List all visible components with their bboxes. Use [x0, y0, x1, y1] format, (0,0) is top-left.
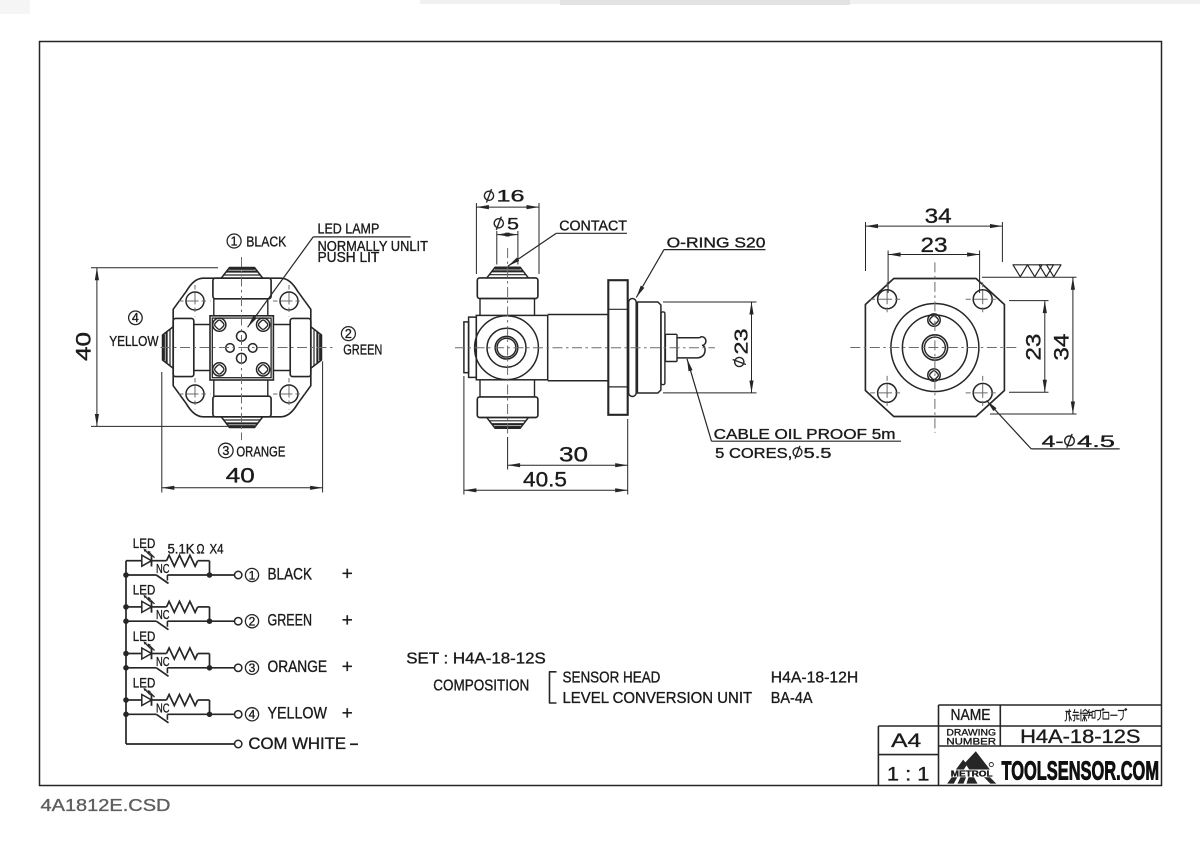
svg-text:40: 40 [226, 463, 255, 487]
svg-text:40.5: 40.5 [523, 467, 567, 491]
svg-text:1: 1 [231, 234, 238, 248]
svg-text:GREEN: GREEN [268, 612, 313, 630]
svg-text:NAME: NAME [951, 707, 991, 724]
svg-text:1: 1 [249, 568, 256, 582]
svg-text:4-: 4- [1042, 432, 1064, 451]
svg-text:+: + [342, 656, 353, 676]
svg-text:COM WHITE: COM WHITE [248, 735, 346, 753]
svg-text:34: 34 [925, 204, 952, 228]
svg-text:4: 4 [249, 708, 256, 722]
svg-text:4A1812E.CSD: 4A1812E.CSD [41, 795, 171, 815]
svg-text:BLACK: BLACK [268, 565, 313, 583]
svg-text:-: - [349, 733, 359, 753]
svg-text:LED: LED [133, 581, 156, 597]
svg-text:5: 5 [507, 214, 519, 233]
svg-text:H4A-18-12S: H4A-18-12S [1020, 727, 1140, 748]
svg-text:4: 4 [132, 311, 139, 325]
svg-text:+: + [342, 610, 353, 630]
svg-text:NC: NC [156, 607, 170, 622]
svg-text:1 : 1: 1 : 1 [887, 764, 930, 785]
svg-text:DRAWING: DRAWING [946, 727, 996, 738]
svg-text:LED: LED [133, 674, 156, 690]
svg-text:YELLOW: YELLOW [109, 334, 158, 350]
svg-text:5.1K: 5.1K [168, 541, 196, 557]
svg-text:O-RING S20: O-RING S20 [667, 236, 766, 252]
svg-text:3: 3 [222, 444, 229, 458]
svg-text:GREEN: GREEN [343, 342, 382, 358]
svg-text:METROL: METROL [951, 768, 993, 778]
svg-text:YELLOW: YELLOW [268, 705, 328, 723]
svg-text:5 CORES,: 5 CORES, [715, 446, 792, 462]
svg-text:34: 34 [1050, 334, 1074, 361]
svg-text:NC: NC [156, 700, 170, 715]
svg-text:A4: A4 [891, 731, 922, 752]
svg-text:Ω: Ω [197, 541, 205, 557]
svg-text:+: + [342, 564, 353, 584]
svg-text:NORMALLY UNLIT: NORMALLY UNLIT [318, 239, 429, 255]
svg-text:BA-4A: BA-4A [771, 690, 813, 707]
svg-text:40: 40 [72, 332, 96, 361]
svg-text:30: 30 [559, 443, 588, 467]
svg-text:LED LAMP: LED LAMP [318, 222, 380, 238]
svg-text:SET : H4A-18-12S: SET : H4A-18-12S [406, 650, 546, 667]
svg-text:16: 16 [497, 187, 525, 206]
svg-text:H4A-18-12H: H4A-18-12H [771, 669, 859, 686]
svg-text:TOOLSENSOR.COM: TOOLSENSOR.COM [1002, 757, 1160, 785]
svg-text:NC: NC [156, 654, 170, 669]
svg-text:+: + [342, 703, 353, 723]
svg-text:NC: NC [156, 561, 170, 576]
svg-text:LEVEL CONVERSION UNIT: LEVEL CONVERSION UNIT [563, 690, 753, 707]
svg-text:LED: LED [133, 535, 156, 551]
svg-text:23: 23 [1021, 334, 1045, 361]
svg-text:23: 23 [921, 233, 948, 257]
svg-text:NUMBER: NUMBER [946, 736, 996, 747]
svg-text:X4: X4 [210, 541, 224, 557]
svg-text:CONTACT: CONTACT [559, 219, 627, 235]
svg-text:ORANGE: ORANGE [236, 445, 285, 461]
svg-text:PUSH LIT: PUSH LIT [318, 250, 380, 266]
svg-text:5.5: 5.5 [804, 446, 832, 462]
svg-text:LED: LED [133, 628, 156, 644]
svg-text:BLACK: BLACK [246, 235, 286, 251]
svg-text:COMPOSITION: COMPOSITION [433, 677, 529, 694]
svg-text:SENSOR HEAD: SENSOR HEAD [563, 669, 661, 686]
svg-text:ORANGE: ORANGE [268, 658, 328, 676]
svg-text:3: 3 [249, 661, 256, 675]
svg-text:CABLE OIL PROOF 5m: CABLE OIL PROOF 5m [714, 427, 896, 443]
svg-text:23: 23 [731, 329, 751, 355]
svg-text:2: 2 [249, 615, 256, 629]
svg-text:4.5: 4.5 [1077, 432, 1115, 451]
svg-text:2: 2 [345, 327, 352, 341]
